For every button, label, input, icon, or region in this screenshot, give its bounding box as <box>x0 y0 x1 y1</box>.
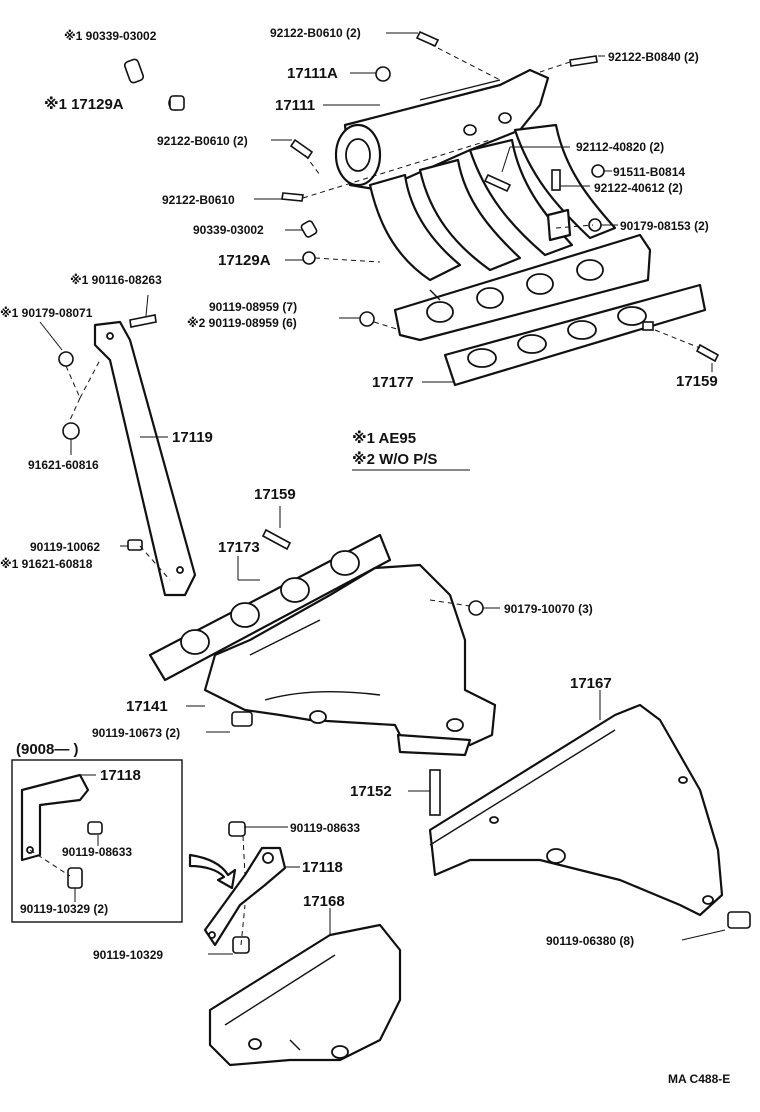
part-label: 90119-10062 <box>30 540 100 554</box>
part-label: 17167 <box>570 675 612 692</box>
part-label: 17118 <box>100 767 141 784</box>
part-label: ※2 90119-08959 (6) <box>187 316 297 330</box>
part-label: 90119-06380 (8) <box>546 934 634 948</box>
notes: ※1 AE95 ※2 W/O P/S <box>352 429 470 471</box>
intake-manifold <box>334 68 652 342</box>
heat-insulator-lower <box>208 923 402 1067</box>
part-label: ※1 91621-60818 <box>0 557 93 571</box>
part-label: 17159 <box>254 486 296 503</box>
note-wo-ps: ※2 W/O P/S <box>352 450 437 468</box>
part-label: 90119-08633 <box>290 821 360 835</box>
part-label: 17159 <box>676 373 718 390</box>
part-label: 92122-B0610 (2) <box>270 26 361 40</box>
part-label: 92122-B0610 <box>162 193 235 207</box>
part-label: ※1 90339-03002 <box>64 29 157 43</box>
part-label: 17173 <box>218 539 260 556</box>
part-label: 92122-B0840 (2) <box>608 50 699 64</box>
part-label: 17118 <box>302 859 343 876</box>
part-label: 90119-10329 (2) <box>20 902 108 916</box>
part-label: 92122-B0610 (2) <box>157 134 248 148</box>
manifold-stay <box>93 320 197 597</box>
fasteners <box>58 30 751 954</box>
part-label: 90119-08633 <box>62 845 132 859</box>
part-label: 92122-40612 (2) <box>594 181 683 195</box>
exhaust-gasket <box>148 533 392 682</box>
part-label: 17168 <box>303 893 345 910</box>
part-label: 17119 <box>172 429 213 446</box>
part-label: 17152 <box>350 783 392 800</box>
exhaust-manifold <box>203 563 497 757</box>
heat-insulator-upper <box>428 703 724 917</box>
part-label: 90119-10329 <box>93 948 163 962</box>
drawing-code: MA C488-E <box>668 1072 730 1086</box>
note-ae95: ※1 AE95 <box>352 429 416 447</box>
part-label: 17177 <box>372 374 414 391</box>
part-label: 90119-08959 (7) <box>209 300 297 314</box>
part-label: ※1 17129A <box>44 95 124 113</box>
part-label: 92112-40820 (2) <box>576 140 664 154</box>
part-label: 90119-10673 (2) <box>92 726 180 740</box>
part-label: ※1 90179-08071 <box>0 306 93 320</box>
part-label: 17129A <box>218 252 271 269</box>
direction-arrow <box>188 853 237 890</box>
inset-box <box>11 759 183 923</box>
part-label: 17141 <box>126 698 168 715</box>
leader-lines <box>29 32 726 955</box>
part-label: 91621-60816 <box>28 458 99 472</box>
inset-label: (9008— ) <box>16 741 79 758</box>
part-label: 90339-03002 <box>193 223 264 237</box>
part-label: 91511-B0814 <box>613 165 685 179</box>
part-label: 17111 <box>275 97 315 114</box>
part-labels: ※1 90339-03002 ※1 17129A 92122-B0610 (2)… <box>0 26 718 962</box>
part-label: 17111A <box>287 65 338 82</box>
part-label: 90179-10070 (3) <box>504 602 593 616</box>
part-label: 90179-08153 (2) <box>620 219 709 233</box>
part-label: ※1 90116-08263 <box>70 273 162 287</box>
bracket-17118 <box>203 846 287 947</box>
intake-gasket <box>443 283 707 387</box>
